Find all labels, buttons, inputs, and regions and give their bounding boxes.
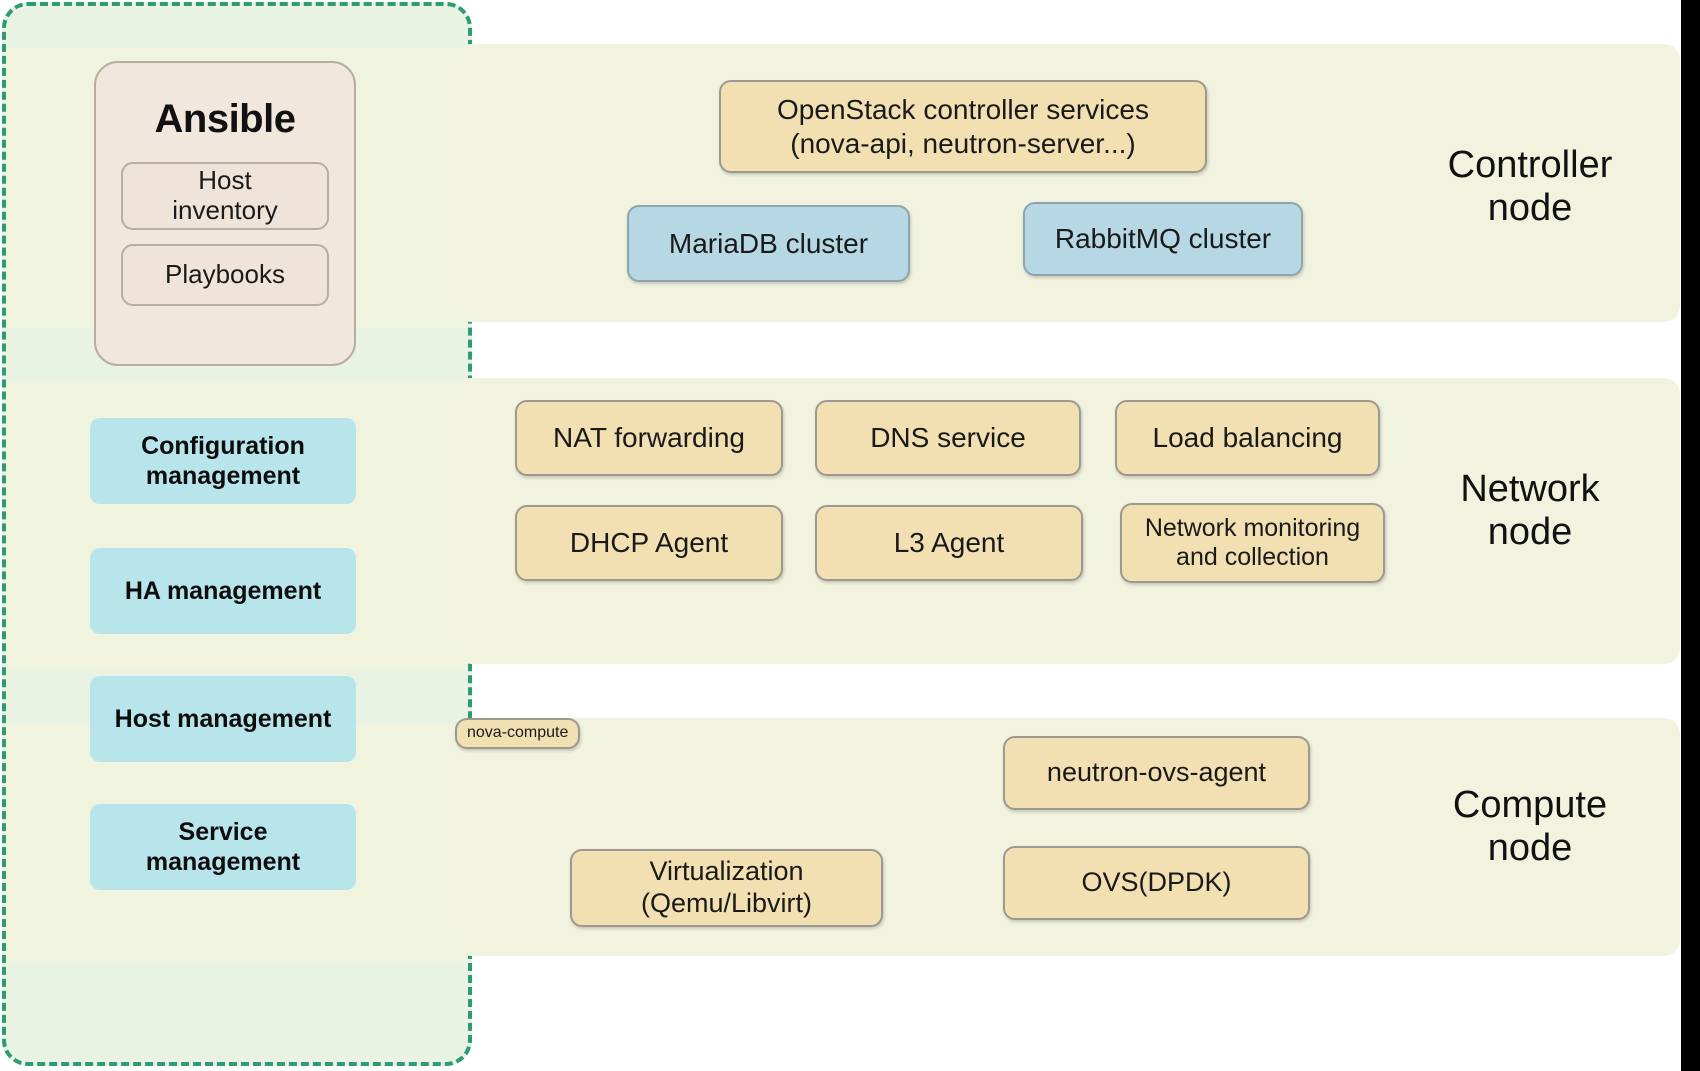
compute-node-label: Compute node bbox=[1452, 784, 1608, 869]
compute-node-panel: nova-compute neutron-ovs-agent Virtualiz… bbox=[455, 718, 1680, 956]
network-node-label: Network node bbox=[1460, 468, 1600, 553]
controller-node-panel: OpenStack controller services (nova-api,… bbox=[455, 44, 1680, 322]
service-mariadb-cluster: MariaDB cluster bbox=[627, 205, 910, 282]
right-edge-strip bbox=[1681, 0, 1700, 1071]
service-rabbitmq-cluster: RabbitMQ cluster bbox=[1023, 202, 1303, 276]
service-dns-service: DNS service bbox=[815, 400, 1081, 476]
network-node-panel: NAT forwarding DNS service Load balancin… bbox=[455, 378, 1680, 664]
service-nova-compute: nova-compute bbox=[455, 718, 581, 749]
service-load-balancing: Load balancing bbox=[1115, 400, 1380, 476]
capability-service-management: Service management bbox=[90, 804, 356, 890]
capability-label: Service management bbox=[145, 818, 301, 876]
host-inventory-label: Host inventory bbox=[172, 165, 278, 225]
capability-label: Configuration management bbox=[141, 432, 305, 490]
ansible-card: Ansible Host inventory Playbooks bbox=[94, 61, 356, 366]
service-neutron-ovs-agent: neutron-ovs-agent bbox=[1003, 736, 1310, 810]
capability-label: Host management bbox=[114, 705, 332, 733]
service-openstack-controller-services: OpenStack controller services (nova-api,… bbox=[719, 80, 1207, 173]
service-l3-agent: L3 Agent bbox=[815, 505, 1083, 581]
ansible-title: Ansible bbox=[154, 97, 296, 141]
playbooks-label: Playbooks bbox=[165, 259, 285, 290]
service-dhcp-agent: DHCP Agent bbox=[515, 505, 783, 581]
playbooks-box: Playbooks bbox=[121, 244, 329, 306]
controller-node-label: Controller node bbox=[1447, 144, 1613, 229]
capability-ha-management: HA management bbox=[90, 548, 356, 634]
ansible-management-container: Ansible Host inventory Playbooks Configu… bbox=[2, 2, 472, 1066]
service-virtualization: Virtualization (Qemu/Libvirt) bbox=[570, 849, 883, 927]
capability-label: HA management bbox=[124, 577, 322, 605]
host-inventory-box: Host inventory bbox=[121, 162, 329, 230]
service-ovs-dpdk: OVS(DPDK) bbox=[1003, 846, 1310, 920]
service-nat-forwarding: NAT forwarding bbox=[515, 400, 783, 476]
capability-host-management: Host management bbox=[90, 676, 356, 762]
capability-configuration-management: Configuration management bbox=[90, 418, 356, 504]
service-network-monitoring-and-collection: Network monitoring and collection bbox=[1120, 503, 1385, 583]
